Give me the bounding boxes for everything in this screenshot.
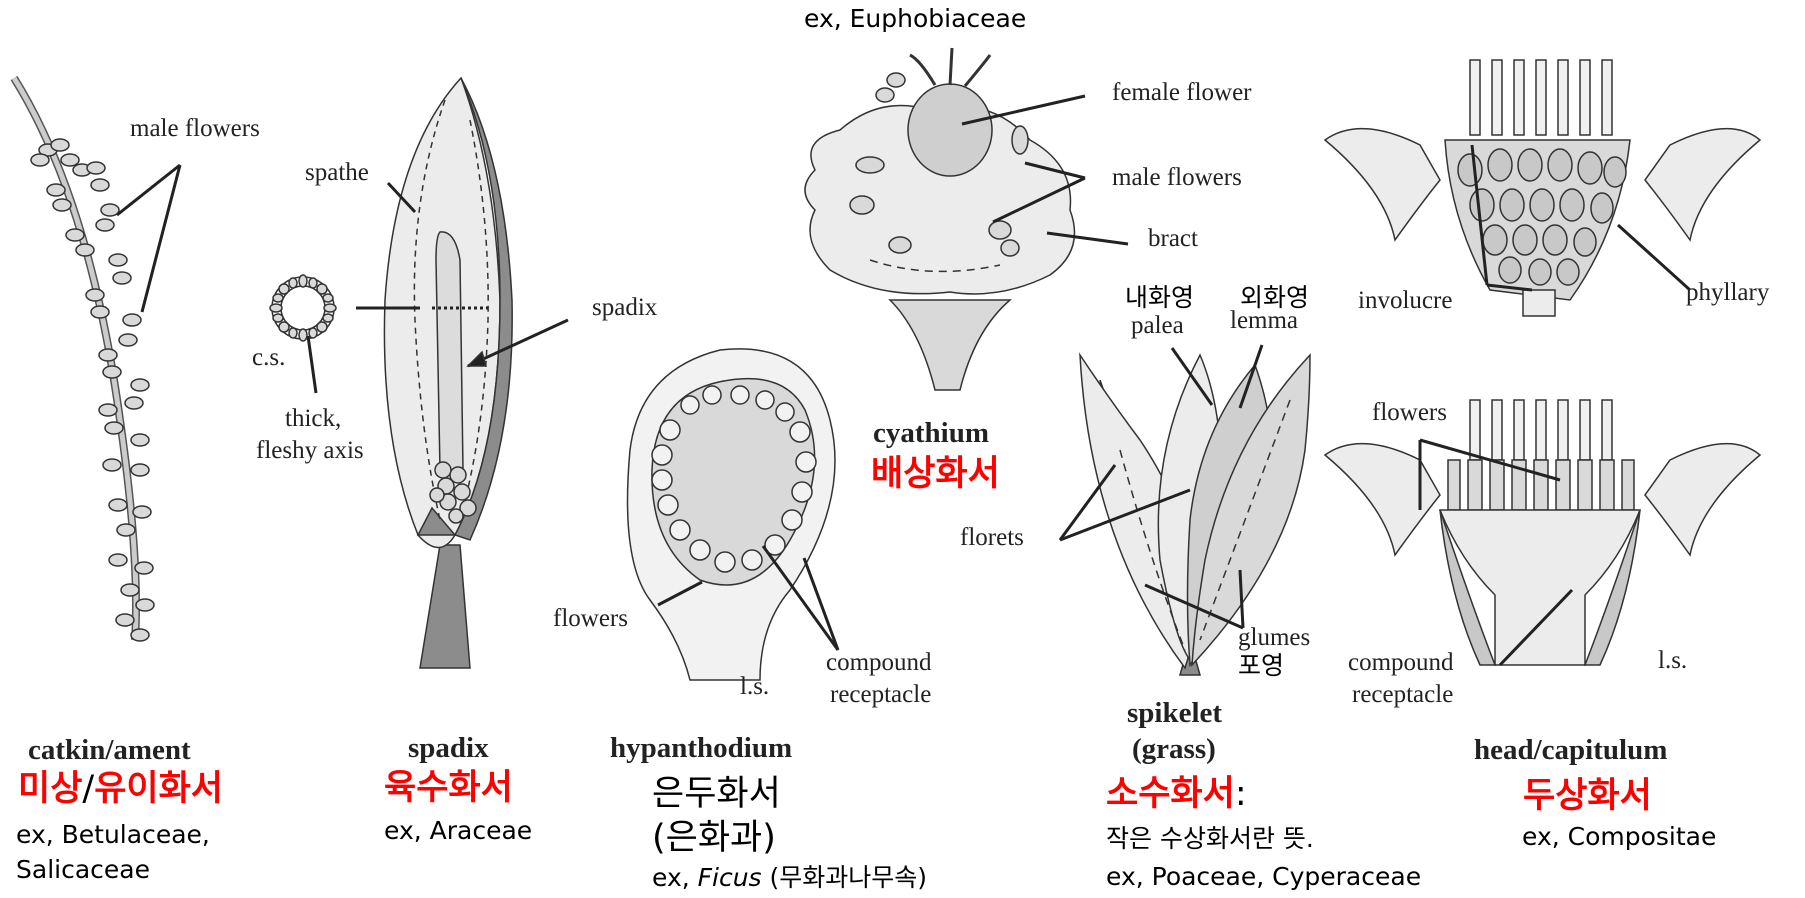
euphorbiaceae-example: ex, Euphobiaceae xyxy=(804,6,1026,32)
cyathium-title: cyathium xyxy=(873,418,989,448)
catkin-title: catkin/ament xyxy=(28,735,191,765)
spikelet-title-2: (grass) xyxy=(1132,734,1216,764)
cyathium-label-bract: bract xyxy=(1148,226,1198,252)
spikelet-label-florets: florets xyxy=(960,525,1024,551)
catkin-korean-sep: / xyxy=(82,769,94,809)
spadix-label-axis-2: fleshy axis xyxy=(256,438,364,464)
spadix-label-cs: c.s. xyxy=(252,345,285,371)
spikelet-label-glumes-kr: 포영 xyxy=(1238,653,1284,679)
spikelet-label-palea: palea xyxy=(1131,313,1184,339)
spadix-title: spadix xyxy=(408,733,489,763)
spadix-label-axis-1: thick, xyxy=(285,406,341,432)
head-exterior-drawing xyxy=(1325,60,1760,316)
spikelet-title-1: spikelet xyxy=(1127,698,1222,728)
catkin-korean: 미상/유이화서 xyxy=(18,771,223,808)
head-label-receptacle-2: receptacle xyxy=(1352,682,1453,708)
hypanthodium-title: hypanthodium xyxy=(610,733,792,763)
hypanthodium-label-receptacle-2: receptacle xyxy=(830,682,931,708)
hypanthodium-korean-2: (은화과) xyxy=(652,820,776,857)
spadix-cross-section xyxy=(270,275,336,341)
spikelet-example: ex, Poaceae, Cyperaceae xyxy=(1106,864,1421,890)
spadix-label-spadix: spadix xyxy=(592,295,657,321)
spikelet-label-palea-kr: 내화영 xyxy=(1125,285,1194,311)
hypanthodium-drawing xyxy=(628,349,836,680)
spadix-korean: 육수화서 xyxy=(384,770,513,807)
hypanthodium-korean-1: 은두화서 xyxy=(652,776,781,813)
spikelet-korean: 소수화서: xyxy=(1106,776,1247,813)
hypanthodium-example-prefix: ex, xyxy=(652,863,690,892)
spadix-example: ex, Araceae xyxy=(384,818,532,844)
spikelet-description: 작은 수상화서란 뜻. xyxy=(1106,826,1314,852)
spikelet-label-lemma: lemma xyxy=(1230,308,1298,334)
catkin-korean-1: 미상 xyxy=(18,769,82,809)
spikelet-label-glumes: glumes xyxy=(1238,625,1310,651)
cyathium-label-male: male flowers xyxy=(1112,165,1242,191)
catkin-label-male-flowers: male flowers xyxy=(130,116,260,142)
head-label-receptacle-1: compound xyxy=(1348,650,1454,676)
head-label-phyllary: phyllary xyxy=(1686,280,1769,306)
cyathium-korean: 배상화서 xyxy=(871,456,1000,493)
catkin-drawing xyxy=(14,78,154,641)
head-label-involucre: involucre xyxy=(1358,288,1452,314)
hypanthodium-label-receptacle-1: compound xyxy=(826,650,932,676)
head-section-drawing xyxy=(1325,400,1760,665)
head-example: ex, Compositae xyxy=(1522,824,1716,850)
spikelet-korean-colon: : xyxy=(1235,774,1247,814)
head-title: head/capitulum xyxy=(1474,735,1667,765)
catkin-example-1: ex, Betulaceae, xyxy=(16,822,210,848)
hypanthodium-example-genus: Ficus xyxy=(698,863,762,892)
hypanthodium-example: ex, Ficus (무화과나무속) xyxy=(652,865,927,891)
cyathium-label-female: female flower xyxy=(1112,80,1252,106)
hypanthodium-label-flowers: flowers xyxy=(553,606,628,632)
head-label-ls: l.s. xyxy=(1658,648,1687,674)
hypanthodium-label-ls: l.s. xyxy=(740,674,769,700)
head-label-flowers: flowers xyxy=(1372,400,1447,426)
head-korean: 두상화서 xyxy=(1523,778,1652,815)
cyathium-drawing xyxy=(805,48,1075,390)
catkin-example-2: Salicaceae xyxy=(16,857,150,883)
spadix-label-spathe: spathe xyxy=(305,160,369,186)
spikelet-korean-red: 소수화서 xyxy=(1106,774,1235,814)
catkin-korean-2: 유이화서 xyxy=(94,769,223,809)
hypanthodium-example-suffix: (무화과나무속) xyxy=(770,863,928,892)
